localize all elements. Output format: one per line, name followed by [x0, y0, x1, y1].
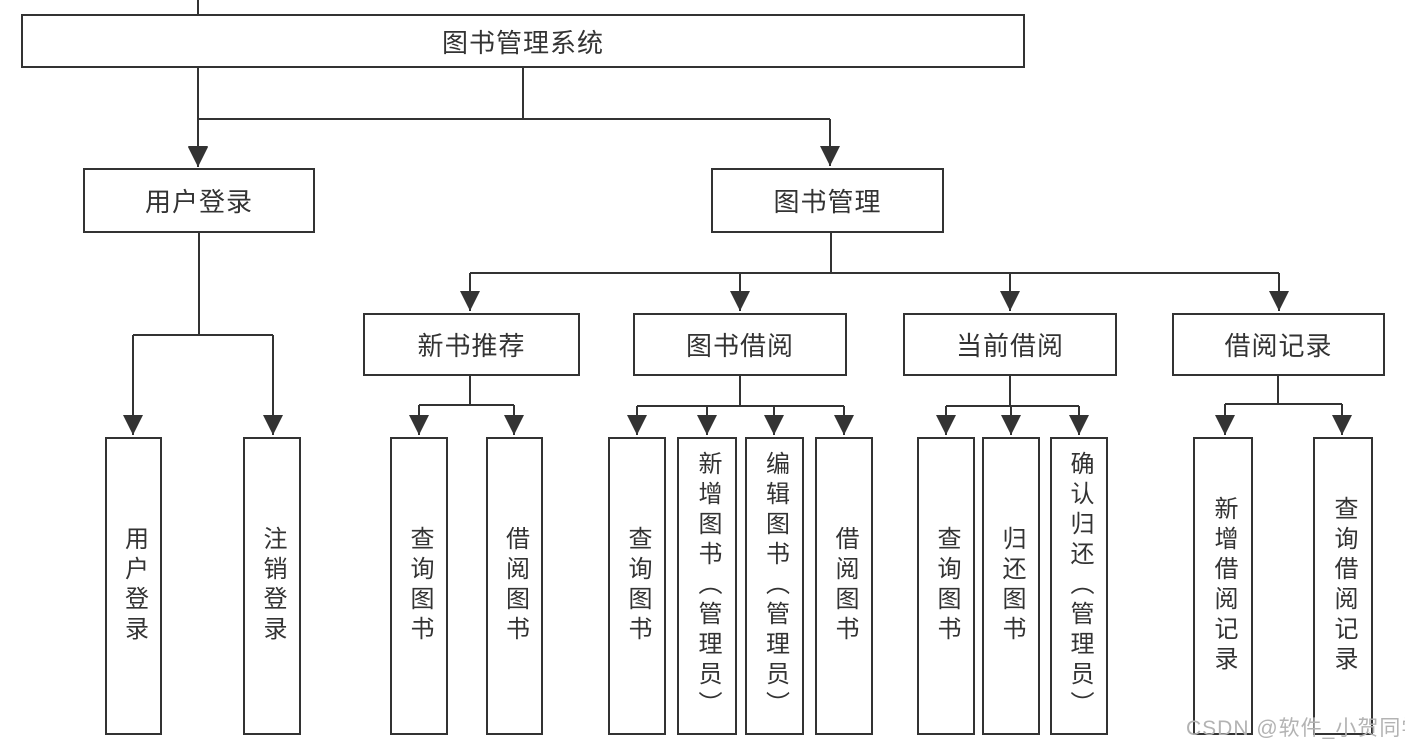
node-user-login: 用户登录	[83, 168, 315, 233]
leaf-label: 借阅图书	[831, 526, 858, 646]
leaf-label: 编辑图书（管理员）	[761, 451, 789, 721]
leaf-confirm-return-admin: 确认归还（管理员）	[1050, 437, 1108, 735]
leaf-add-book-admin: 新增图书（管理员）	[677, 437, 737, 735]
node-book-borrowing: 图书借阅	[633, 313, 847, 376]
leaf-label: 查询图书	[406, 526, 433, 646]
leaf-label: 查询图书	[933, 526, 960, 646]
node-library-system: 图书管理系统	[21, 14, 1025, 68]
leaf-label: 新增图书（管理员）	[694, 451, 721, 721]
leaf-label: 注销登录	[259, 526, 286, 646]
node-borrow-records: 借阅记录	[1172, 313, 1385, 376]
leaf-query-borrow-record: 查询借阅记录	[1313, 437, 1373, 735]
leaf-edit-book-admin: 编辑图书（管理员）	[745, 437, 804, 735]
leaf-query-books-recommend: 查询图书	[390, 437, 448, 735]
node-current-borrowing: 当前借阅	[903, 313, 1117, 376]
leaf-label: 确认归还（管理员）	[1066, 451, 1093, 721]
leaf-query-books-current: 查询图书	[917, 437, 975, 735]
leaf-label: 查询图书	[624, 526, 651, 646]
leaf-label: 用户登录	[120, 526, 148, 646]
leaf-label: 新增借阅记录	[1210, 496, 1237, 676]
node-new-book-recommend: 新书推荐	[363, 313, 580, 376]
leaf-add-borrow-record: 新增借阅记录	[1193, 437, 1253, 735]
leaf-logout: 注销登录	[243, 437, 301, 735]
leaf-return-books: 归还图书	[982, 437, 1040, 735]
node-book-management: 图书管理	[711, 168, 944, 233]
leaf-label: 借阅图书	[501, 526, 529, 646]
leaf-borrow-books: 借阅图书	[815, 437, 873, 735]
leaf-label: 查询借阅记录	[1330, 496, 1357, 676]
leaf-user-login: 用户登录	[105, 437, 162, 735]
leaf-borrow-books-recommend: 借阅图书	[486, 437, 543, 735]
csdn-watermark: CSDN @软件_小贺同学	[1186, 717, 1405, 740]
leaf-label: 归还图书	[998, 526, 1025, 646]
leaf-query-books-borrowing: 查询图书	[608, 437, 666, 735]
